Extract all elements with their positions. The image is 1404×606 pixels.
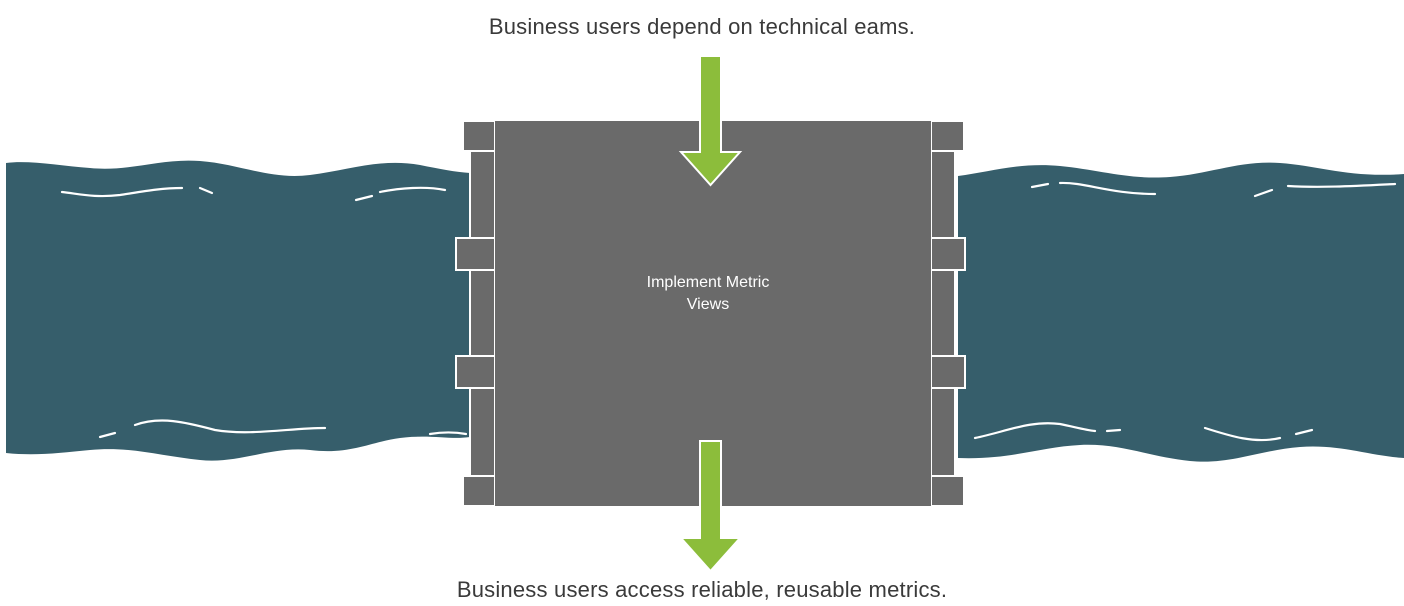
left-ripple-6 — [133, 419, 327, 434]
left-ripple-1 — [60, 186, 184, 198]
left-ripple-7 — [404, 436, 420, 443]
right-ripple-8 — [1294, 428, 1314, 436]
right-ripple-3 — [1253, 188, 1274, 198]
right-ripple-6 — [1105, 428, 1122, 433]
chamber-label: Implement Metric Views — [646, 274, 770, 313]
right-ripple-4 — [1286, 182, 1397, 188]
right-ripple-7 — [1203, 426, 1282, 442]
left-ripple-8 — [428, 431, 468, 436]
left-ripple-3 — [354, 194, 374, 202]
bottom-arrow-icon — [678, 440, 743, 573]
left-ripple-4 — [378, 186, 447, 194]
left-river — [6, 160, 470, 461]
right-river — [958, 162, 1404, 462]
top-arrow-icon — [678, 55, 743, 187]
right-ripple-2 — [1058, 181, 1157, 196]
right-ripple-5 — [973, 422, 1097, 440]
top-caption: Business users depend on technical eams. — [488, 14, 916, 39]
right-ripple-1 — [1030, 182, 1050, 189]
left-ripple-5 — [98, 431, 117, 439]
left-ripple-2 — [198, 186, 214, 195]
bottom-caption: Business users access reliable, reusable… — [456, 577, 948, 602]
